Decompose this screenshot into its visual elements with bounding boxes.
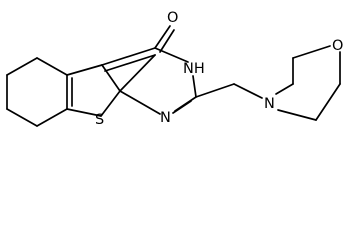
methylene-linker — [195, 83, 263, 99]
morpholine-ring — [275, 45, 341, 121]
bond-thiophene-c3-c7a — [101, 64, 121, 92]
bond-thiophene-s-c — [66, 108, 102, 117]
atom-label-nh: NH — [183, 61, 205, 77]
bond-cyclohexane-3 — [6, 108, 38, 127]
bond-pyrimidine-c7a-c4a — [119, 54, 156, 92]
carbonyl-group — [154, 25, 175, 53]
atom-label-ring-nitrogen: N — [160, 110, 171, 126]
atom-label-sulfur: S — [95, 112, 104, 128]
bond-carbonyl-2 — [159, 29, 175, 53]
bond-carbonyl-1 — [154, 25, 171, 49]
bond-morpholine-c2-o — [292, 45, 331, 59]
bond-cyclohexane-1 — [6, 57, 38, 76]
bond-pyrimidine-c4-c4a — [101, 47, 156, 66]
atom-label-carbonyl-oxygen: O — [167, 10, 178, 26]
atom-label-morpholine-nitrogen: N — [264, 96, 275, 112]
bond-thiophene-c7a-s — [100, 90, 121, 117]
bond-pyrimidine-n-c7a — [119, 90, 161, 115]
bond-c2-ch2 — [195, 83, 235, 98]
bond-morpholine-n-c1 — [275, 83, 294, 95]
bond-morpholine-c4-n — [277, 109, 317, 121]
thiophene-ring — [66, 64, 121, 117]
atom-label-morpholine-oxygen: O — [332, 38, 343, 54]
bond-pyrimidine-c2-n-double — [172, 100, 192, 114]
cyclohexane-ring — [6, 57, 68, 127]
bond-pyrimidine-c4a-c4a-double — [104, 54, 156, 72]
bond-morpholine-c3-c4 — [315, 83, 341, 121]
bond-pyrimidine-nh-c2 — [192, 75, 197, 98]
bond-ch2-n — [233, 83, 263, 99]
bond-cyclohexane-5 — [36, 57, 68, 76]
pyrimidinone-ring — [101, 47, 197, 115]
bond-pyrimidine-c4-nh — [154, 47, 189, 63]
molecule-structure-diagram: O NH N S N O — [6, 10, 343, 128]
bond-thiophene-c3-c3a — [66, 64, 103, 76]
bond-cyclohexane-4 — [36, 108, 68, 127]
